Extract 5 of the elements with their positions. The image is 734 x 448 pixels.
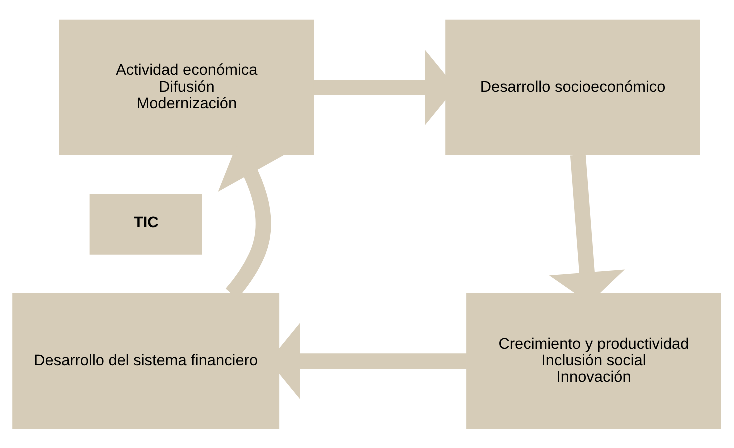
- node-box: Crecimiento y productividad Inclusión social Innovación: [466, 292, 722, 429]
- node-box: Desarrollo socioeconómico: [446, 19, 700, 156]
- node-box: TIC: [90, 194, 202, 254]
- node-box: Actividad económica Difusión Modernización: [59, 19, 314, 156]
- node-box: Desarrollo del sistema financiero: [12, 292, 280, 429]
